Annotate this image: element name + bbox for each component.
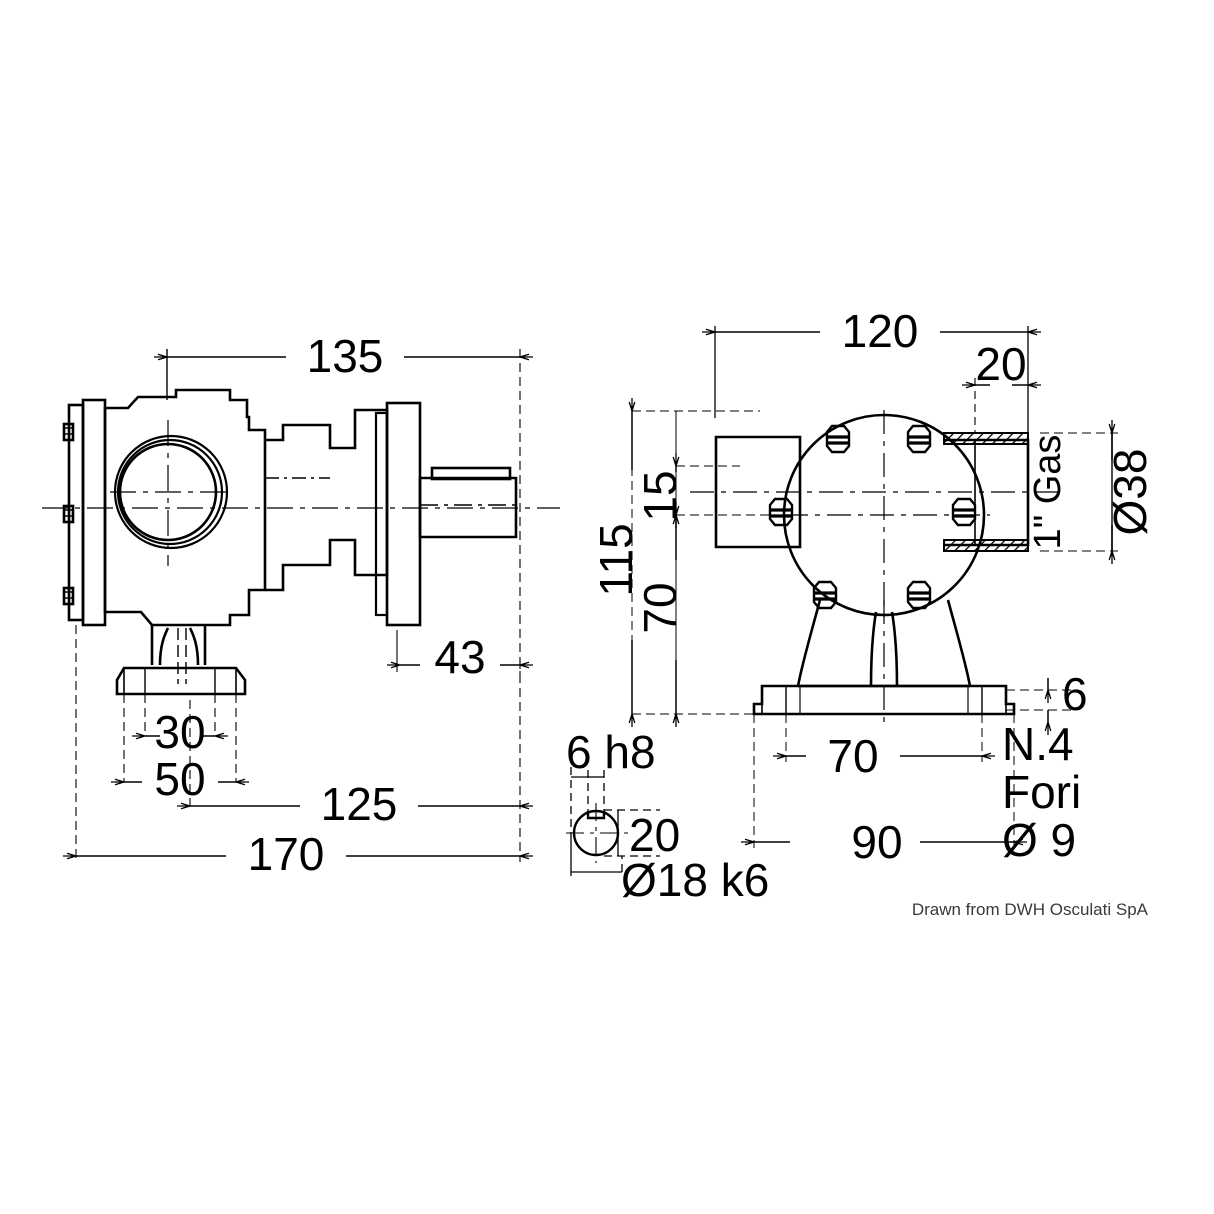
bolt-head xyxy=(906,580,932,610)
bolt-head xyxy=(906,424,932,454)
note-holes-count: N.4 xyxy=(1002,718,1074,770)
shaft-detail-labels: 6 h8 20 Ø18 k6 xyxy=(566,726,769,906)
bolt-head xyxy=(812,580,838,610)
dim-6: 6 xyxy=(1062,668,1088,720)
dim-120: 120 xyxy=(842,305,919,357)
dim-170: 170 xyxy=(248,828,325,880)
dim-d18-k6: Ø18 k6 xyxy=(621,854,769,906)
front-view-bolt-heads xyxy=(768,424,977,610)
front-view-centerlines xyxy=(690,410,1060,725)
dim-30: 30 xyxy=(154,706,205,758)
dim-20: 20 xyxy=(629,809,680,861)
dim-20: 20 xyxy=(975,338,1026,390)
dim-43: 43 xyxy=(434,631,485,683)
dim-90: 90 xyxy=(851,816,902,868)
side-view-dimension-lines xyxy=(63,349,533,862)
front-view-dimension-lines xyxy=(628,326,1118,848)
dim-d38: Ø38 xyxy=(1104,449,1156,536)
bolt-head xyxy=(768,497,794,527)
dim-125: 125 xyxy=(321,778,398,830)
watermark-credit: Drawn from DWH Osculati SpA xyxy=(912,900,1149,919)
dim-6-h8: 6 h8 xyxy=(566,726,656,778)
dim-135: 135 xyxy=(307,330,384,382)
dim-15: 15 xyxy=(634,470,686,521)
note-holes-word: Fori xyxy=(1002,766,1081,818)
note-gas-thread: 1" Gas xyxy=(1027,435,1069,550)
bolt-head xyxy=(951,497,977,527)
shaft-detail-dimension-lines xyxy=(566,767,660,876)
dim-70-horizontal: 70 xyxy=(827,730,878,782)
dim-70-vertical: 70 xyxy=(634,582,686,633)
bolt-head xyxy=(825,424,851,454)
side-view-dimension-labels: 135 43 30 50 125 170 xyxy=(154,330,485,880)
note-holes-diameter: Ø 9 xyxy=(1002,814,1076,866)
dim-115: 115 xyxy=(590,523,642,596)
side-view-centerlines xyxy=(42,420,560,566)
front-view-dimension-labels: 120 20 115 15 70 Ø38 6 70 90 1" Gas N.4 … xyxy=(590,305,1156,868)
dim-50: 50 xyxy=(154,753,205,805)
